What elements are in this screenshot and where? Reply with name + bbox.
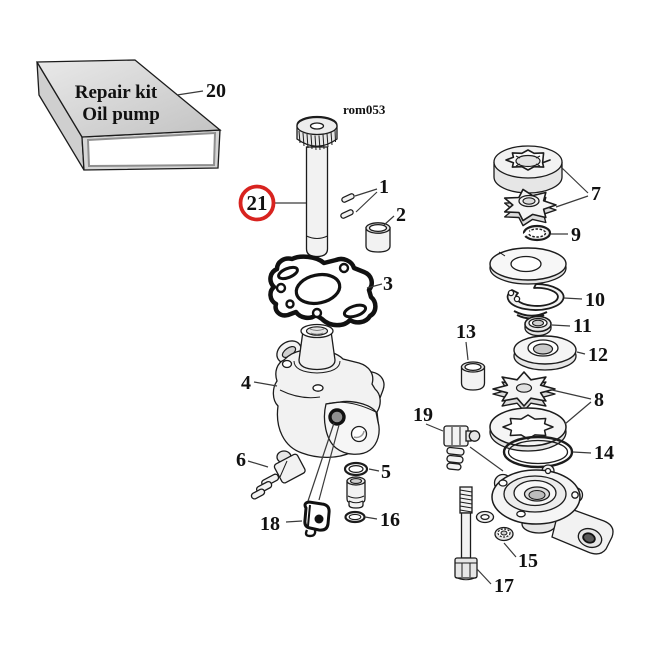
pump-cover bbox=[491, 464, 614, 555]
part-label-9: 9 bbox=[571, 224, 581, 246]
cover-bolt bbox=[454, 486, 478, 581]
part-label-11: 11 bbox=[573, 315, 592, 337]
check-valve-fitting bbox=[443, 425, 481, 471]
pump-body-port bbox=[328, 408, 346, 426]
oring-16 bbox=[344, 510, 366, 524]
part-labels: 1 2 3 4 5 6 7 8 9 10 11 12 13 14 15 16 1… bbox=[206, 80, 614, 597]
part-label-7: 7 bbox=[591, 183, 601, 205]
check-valve-clip bbox=[303, 500, 331, 538]
keps-nut-15 bbox=[494, 526, 514, 542]
bushing-13 bbox=[460, 361, 486, 391]
pump-body bbox=[272, 323, 385, 459]
part-label-20: 20 bbox=[206, 80, 226, 102]
part-label-18: 18 bbox=[260, 513, 280, 535]
repair-kit-box: Repair kit Oil pump bbox=[35, 59, 222, 171]
oring-5 bbox=[343, 461, 369, 477]
seal-11 bbox=[524, 315, 552, 337]
gerotor-outer-8 bbox=[489, 407, 567, 452]
part-label-13: 13 bbox=[456, 321, 476, 343]
gear-shaft bbox=[296, 115, 338, 258]
kit-box-title-line1: Repair kit bbox=[75, 82, 158, 103]
washer-15 bbox=[475, 510, 495, 524]
part-label-2: 2 bbox=[396, 204, 406, 226]
leader-lines bbox=[176, 90, 592, 585]
gerotor-inner-7 bbox=[503, 188, 557, 227]
watermark-code: rom053 bbox=[343, 102, 386, 117]
part-label-12: 12 bbox=[588, 344, 608, 366]
thrust-washer bbox=[489, 247, 567, 285]
snap-ring-9 bbox=[522, 224, 552, 242]
part-label-4: 4 bbox=[241, 372, 251, 394]
part-label-17: 17 bbox=[494, 575, 514, 597]
gerotor-outer-7 bbox=[493, 145, 563, 194]
elbow-fitting bbox=[250, 450, 306, 500]
oring-14 bbox=[502, 435, 574, 469]
part-label-8: 8 bbox=[594, 389, 604, 411]
kit-box-title-line2: Oil pump bbox=[82, 104, 160, 125]
part-label-10: 10 bbox=[585, 289, 605, 311]
part-label-15: 15 bbox=[518, 550, 538, 572]
part-label-19: 19 bbox=[413, 404, 433, 426]
part-label-16: 16 bbox=[380, 509, 400, 531]
part-label-14: 14 bbox=[594, 442, 614, 464]
highlighted-part-21: 21 bbox=[238, 184, 276, 222]
part-label-3: 3 bbox=[383, 273, 393, 295]
gasket bbox=[268, 254, 378, 328]
part-label-1: 1 bbox=[379, 176, 389, 198]
valve-body bbox=[346, 476, 366, 509]
cup-washer-12 bbox=[513, 335, 577, 371]
highlight-circle bbox=[238, 184, 276, 222]
part-label-21: 21 bbox=[247, 191, 268, 215]
dowel-pins bbox=[340, 193, 355, 219]
part-label-5: 5 bbox=[381, 461, 391, 483]
shaft-bushing bbox=[365, 222, 391, 253]
gerotor-inner-8 bbox=[492, 371, 556, 412]
part-label-6: 6 bbox=[236, 449, 246, 471]
